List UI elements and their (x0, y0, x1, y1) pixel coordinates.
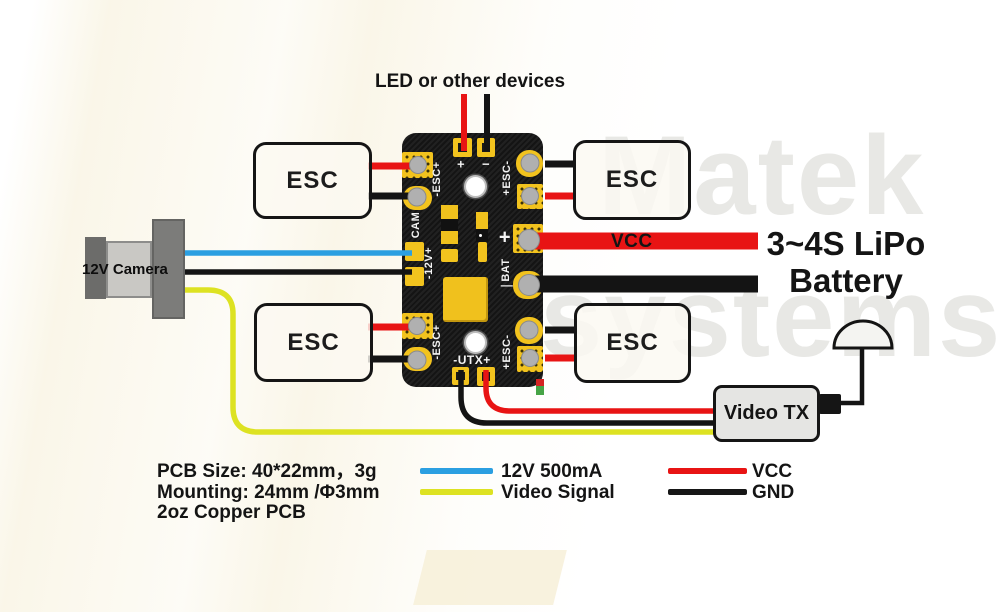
board-led-red (536, 379, 544, 386)
silk-utx: -UTX+ (453, 353, 491, 367)
video-tx: Video TX (713, 385, 820, 442)
battery-label: 3~4S LiPo Battery (766, 225, 926, 299)
esc-bottom-right: ESC (574, 303, 691, 383)
solder-joints (407, 153, 540, 370)
led-devices-label: LED or other devices (374, 71, 566, 92)
camera-label: 12V Camera (82, 261, 168, 278)
mounting-hole-top (464, 175, 487, 198)
legend-label-gnd: GND (752, 482, 795, 503)
vtx-gnd-wire (458, 370, 716, 426)
vtx-vcc-wire (483, 370, 716, 414)
camera-lens (85, 237, 106, 299)
silk-led-minus: − (481, 156, 491, 172)
pdb-board: + − -ESC+ CAM -12V+ -ESC+ +ESC- + BAT — … (402, 133, 543, 387)
vcc-wire-label: VCC (611, 231, 653, 252)
legend-label-video: Video Signal (501, 482, 615, 503)
smd-lead (478, 242, 487, 262)
legend-swatch-vcc (668, 468, 747, 474)
video-signal-wire (181, 287, 716, 435)
cam-12v-pad (405, 242, 424, 261)
silk-led-plus: + (456, 156, 466, 172)
antenna-stem (840, 347, 865, 406)
legend-label-12v: 12V 500mA (501, 461, 603, 482)
camera-barrel (106, 241, 152, 298)
esc-top-right: ESC (573, 140, 691, 220)
antenna-dome (832, 319, 894, 350)
legend-swatch-12v (420, 468, 493, 474)
legend-label-vcc: VCC (752, 461, 793, 482)
smd-capacitor (441, 205, 458, 244)
silk-bat-plus: + (498, 226, 512, 249)
board-led-green (536, 386, 544, 395)
camera-body (152, 219, 185, 319)
antenna-connector (819, 394, 841, 414)
inductor (443, 277, 488, 322)
legend-swatch-video (420, 489, 493, 495)
esc-top-left: ESC (253, 142, 372, 219)
smd-diode (476, 212, 488, 242)
smd-pad (441, 249, 458, 262)
legend-swatch-gnd (668, 489, 747, 495)
mounting-hole-bottom (464, 331, 487, 354)
esc-bottom-left: ESC (254, 303, 373, 382)
pcb-specs: PCB Size: 40*22mm，3g Mounting: 24mm /Φ3m… (157, 461, 380, 523)
silk-bat-minus: — (500, 278, 514, 292)
